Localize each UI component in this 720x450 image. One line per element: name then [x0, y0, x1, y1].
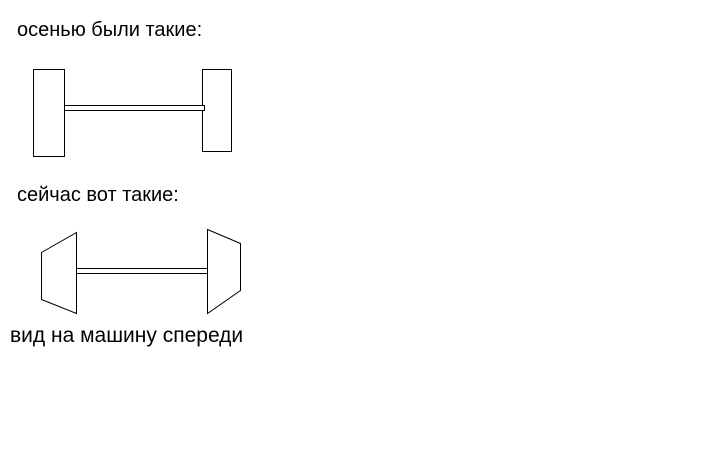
label-autumn-wheels: осенью были такие:	[17, 19, 203, 41]
autumn-axle	[64, 105, 205, 111]
caption-front-view: вид на машину спереди	[10, 324, 244, 347]
current-axle	[76, 268, 208, 274]
autumn-left-wheel	[33, 69, 65, 157]
autumn-right-wheel	[202, 69, 232, 152]
current-left-wheel	[41, 231, 77, 315]
current-right-wheel	[207, 228, 241, 315]
label-current-wheels: сейчас вот такие:	[17, 184, 179, 206]
